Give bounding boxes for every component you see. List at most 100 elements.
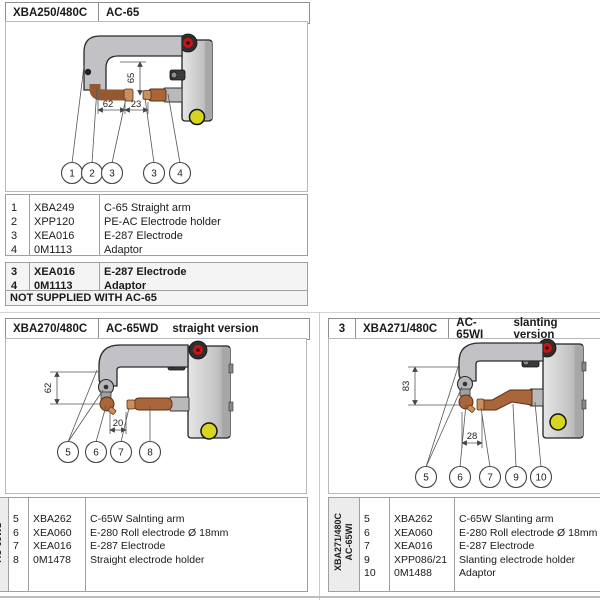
parts-cell-desc: Straight electrode holder <box>90 553 205 566</box>
dim-gap-label: 23 <box>131 99 142 110</box>
machine-body <box>169 33 213 126</box>
section-header-ac65wi: 3 XBA271/480C AC-65WI slanting version <box>328 317 600 341</box>
callout-5: 5 <box>56 440 80 464</box>
parts-cell-code: 0M1113 <box>34 279 73 292</box>
svg-text:2: 2 <box>89 169 95 180</box>
technical-drawing-ac65wd: 62 20 5 6 7 8 <box>43 340 234 464</box>
parts-cell-no: 6 <box>364 526 370 539</box>
parts-cell-desc: Adaptor <box>459 567 496 579</box>
model-name-text: AC-65WD <box>106 323 159 335</box>
model-name: AC-65WD straight version <box>98 319 266 339</box>
svg-text:9: 9 <box>513 473 519 484</box>
callout-7: 7 <box>109 440 133 464</box>
callout-2: 2 <box>80 161 104 185</box>
parts-cell-code: XBA249 <box>34 202 75 214</box>
parts-cell-desc: E-287 Electrode <box>104 230 183 242</box>
callout-1: 1 <box>60 161 84 185</box>
parts-cell-no: 2 <box>11 216 18 228</box>
side-label-name: AC-65WI <box>344 523 354 561</box>
side-label-name: AC-65WD <box>0 521 3 563</box>
yellow-cap <box>549 413 567 431</box>
section-header-ac65wd: XBA270/480C AC-65WD straight version <box>5 318 310 340</box>
callout-9: 9 <box>504 465 528 489</box>
callout-5: 5 <box>414 465 438 489</box>
parts-cell-desc: E-287 Electrode <box>459 540 535 552</box>
svg-text:6: 6 <box>457 473 463 484</box>
dim-height-label: 83 <box>401 381 412 392</box>
dim-left-label: 62 <box>103 99 114 110</box>
callouts: 1 2 3 3 4 <box>60 161 192 185</box>
parts-cell-code: 0M1478 <box>33 553 71 566</box>
machine-electrode <box>142 87 183 103</box>
slanting-electrode-holder <box>476 388 544 411</box>
extra-parts-rows: 3 XEA016 E-287 Electrode 4 0M1113 Adaptor <box>6 263 307 293</box>
parts-row: 1 XBA249 C-65 Straight arm <box>6 201 307 215</box>
dim-height-label: 62 <box>43 383 54 394</box>
parts-cell-desc: Adaptor <box>104 279 147 292</box>
red-knob-icon <box>178 33 198 53</box>
callout-6: 6 <box>448 465 472 489</box>
parts-cell-code: XPP086/21 <box>394 553 448 566</box>
svg-text:7: 7 <box>487 473 493 484</box>
model-code: XBA271/480C <box>354 319 448 339</box>
parts-cell-no: 4 <box>11 279 18 292</box>
parts-cell-code: XEA060 <box>394 526 433 539</box>
parts-cell-no: 3 <box>11 266 18 278</box>
callouts: 5 6 7 9 10 <box>414 465 553 489</box>
roll-electrode <box>99 391 117 415</box>
parts-cell-code: XEA016 <box>34 266 75 278</box>
parts-cell-desc: E-280 Roll electrode Ø 18mm <box>459 526 598 539</box>
parts-cell-code: XEA016 <box>34 230 75 242</box>
side-label-strip-cut: XBA270/480C AC-65WD <box>0 498 9 591</box>
parts-cell-code: XEA016 <box>33 540 72 552</box>
parts-cell-code: XBA262 <box>33 513 72 525</box>
parts-cell-desc: PE-AC Electrode holder <box>104 216 221 228</box>
parts-cell-desc: C-65 Straight arm <box>104 202 191 214</box>
technical-drawing-ac65wi: 83 28 5 6 7 9 10 <box>401 338 587 489</box>
svg-text:6: 6 <box>93 448 99 459</box>
side-label-strip: XBA271/480C AC-65WI <box>329 498 360 591</box>
model-variant: straight version <box>172 323 259 335</box>
parts-row: 6 XEA060 E-280 Roll electrode Ø 18mm <box>359 527 600 541</box>
straight-electrode-holder <box>126 396 190 412</box>
parts-row: 4 0M1113 Adaptor <box>6 280 307 294</box>
svg-text:7: 7 <box>118 448 124 459</box>
yellow-cap <box>188 108 206 126</box>
parts-cell-no: 9 <box>364 553 370 566</box>
section-divider-vertical <box>319 312 320 600</box>
svg-text:5: 5 <box>423 473 429 484</box>
callout-6: 6 <box>84 440 108 464</box>
parts-cell-desc: E-287 Electrode <box>104 266 187 278</box>
parts-cell-code: XEA016 <box>394 540 433 552</box>
model-code: XBA270/480C <box>13 323 88 335</box>
svg-text:1: 1 <box>69 169 75 180</box>
dim-height-label: 65 <box>126 73 137 84</box>
parts-cell-code: 0M1488 <box>394 567 432 579</box>
callouts: 5 6 7 8 <box>56 440 162 464</box>
svg-text:8: 8 <box>147 448 153 459</box>
section-number: 3 <box>338 323 346 335</box>
parts-cell-desc: Adaptor <box>104 244 143 256</box>
dim-gap-label: 20 <box>113 418 124 429</box>
callout-leaders <box>71 65 181 164</box>
dimension-lines <box>50 371 127 434</box>
callout-4: 4 <box>168 161 192 185</box>
parts-cell-no: 1 <box>11 202 18 214</box>
parts-cell-code: XPP120 <box>34 216 75 228</box>
machine-body <box>521 338 587 439</box>
parts-cell-no: 6 <box>13 526 19 539</box>
svg-text:3: 3 <box>109 169 115 180</box>
parts-row: 3 XEA016 E-287 Electrode <box>6 266 307 280</box>
callout-3b: 3 <box>142 161 166 185</box>
